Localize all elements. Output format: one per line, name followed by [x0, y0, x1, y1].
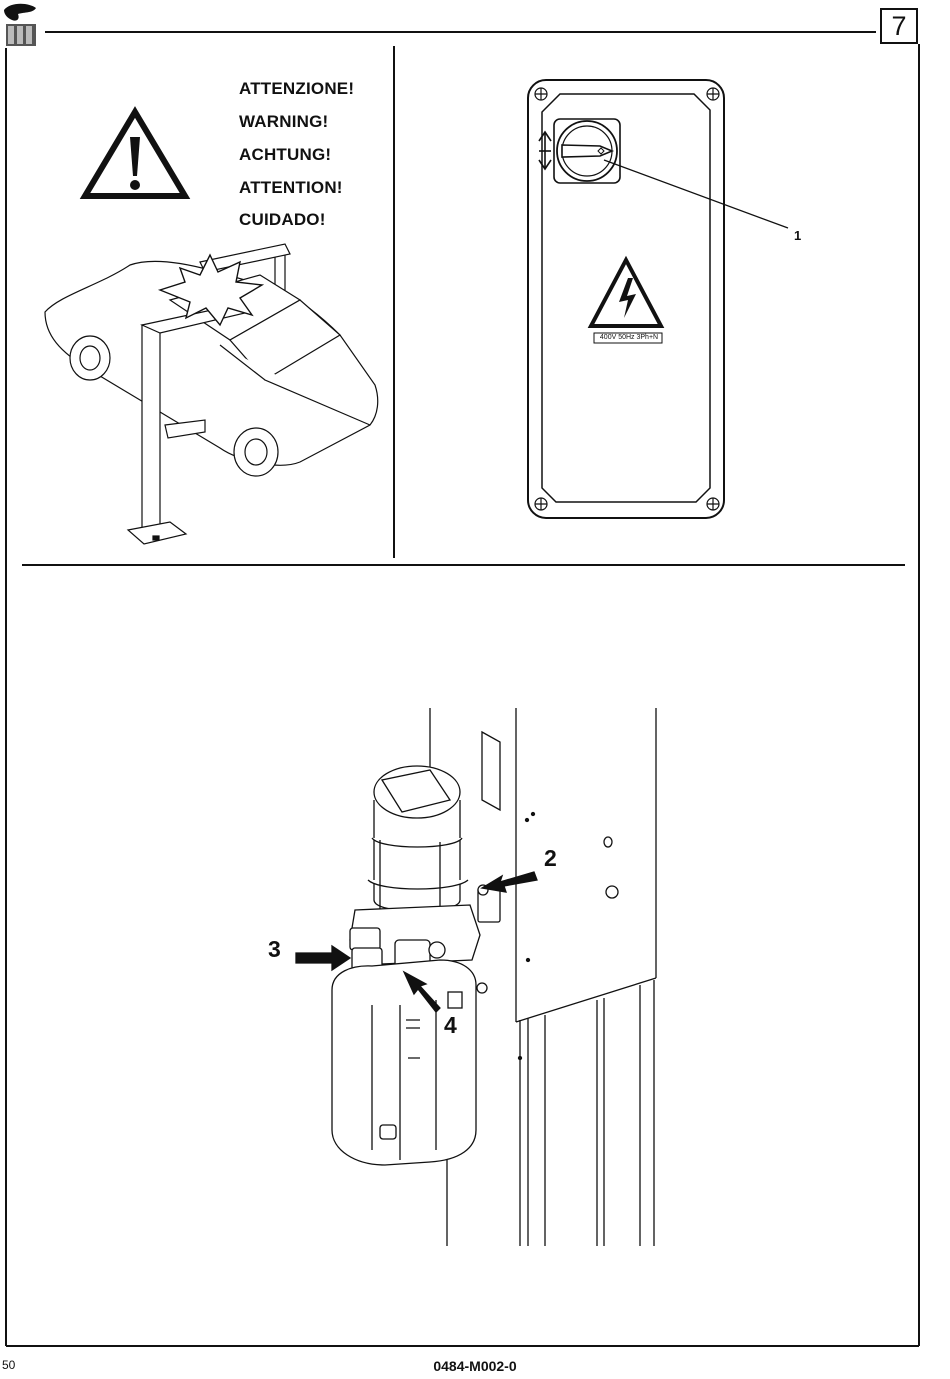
page-number-box: 7: [880, 8, 918, 44]
callout-1: 1: [794, 228, 801, 243]
electrical-panel-illustration: [528, 80, 788, 518]
high-voltage-icon: [591, 260, 661, 326]
car-on-lift-illustration: [45, 244, 378, 544]
rotary-switch-icon: [554, 119, 620, 183]
warning-line-spanish: CUIDADO!: [239, 210, 326, 230]
warning-line-italian: ATTENZIONE!: [239, 79, 354, 99]
power-unit-illustration: [296, 708, 656, 1246]
voltage-plate-label: 400V 50Hz 3Ph+N: [595, 334, 663, 342]
brand-logo-icon: [4, 4, 36, 46]
callout-2: 2: [544, 845, 557, 872]
warning-exclamation-icon: [85, 112, 185, 196]
warning-line-french: ATTENTION!: [239, 178, 343, 198]
callout-3: 3: [268, 936, 281, 963]
callout-4: 4: [442, 1012, 459, 1039]
warning-line-english: WARNING!: [239, 112, 328, 132]
footer-doc-code: 0484-M002-0: [0, 1358, 950, 1374]
up-down-arrow-icon: [539, 132, 551, 169]
warning-line-german: ACHTUNG!: [239, 145, 331, 165]
